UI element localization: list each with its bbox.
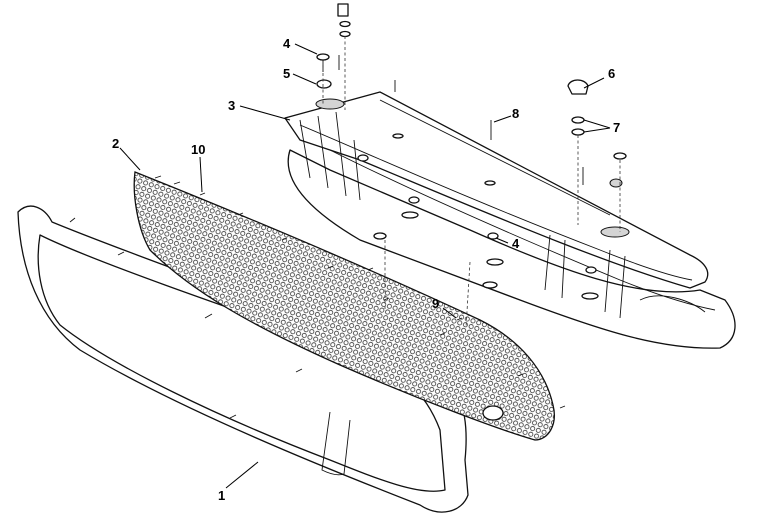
- callout-7: 7: [613, 120, 620, 135]
- mesh-grille: [133, 171, 555, 441]
- callout-labels: 1 2 3 4 4 5 6 7 8 9 10: [112, 36, 620, 503]
- grille-surround-frame: [17, 205, 469, 513]
- callout-8: 8: [512, 106, 519, 121]
- callout-10: 10: [191, 142, 205, 157]
- callout-5: 5: [283, 66, 290, 81]
- fasteners: [154, 175, 566, 409]
- callout-9: 9: [432, 296, 439, 311]
- callout-4-upper: 4: [283, 36, 291, 51]
- callout-1: 1: [218, 488, 225, 503]
- callout-3: 3: [228, 98, 235, 113]
- callout-4-lower: 4: [512, 236, 520, 251]
- callout-2: 2: [112, 136, 119, 151]
- hardware-items: [316, 3, 627, 329]
- leader-lines: [119, 43, 611, 489]
- callout-6: 6: [608, 66, 615, 81]
- grille-carrier-bracket: [284, 91, 736, 349]
